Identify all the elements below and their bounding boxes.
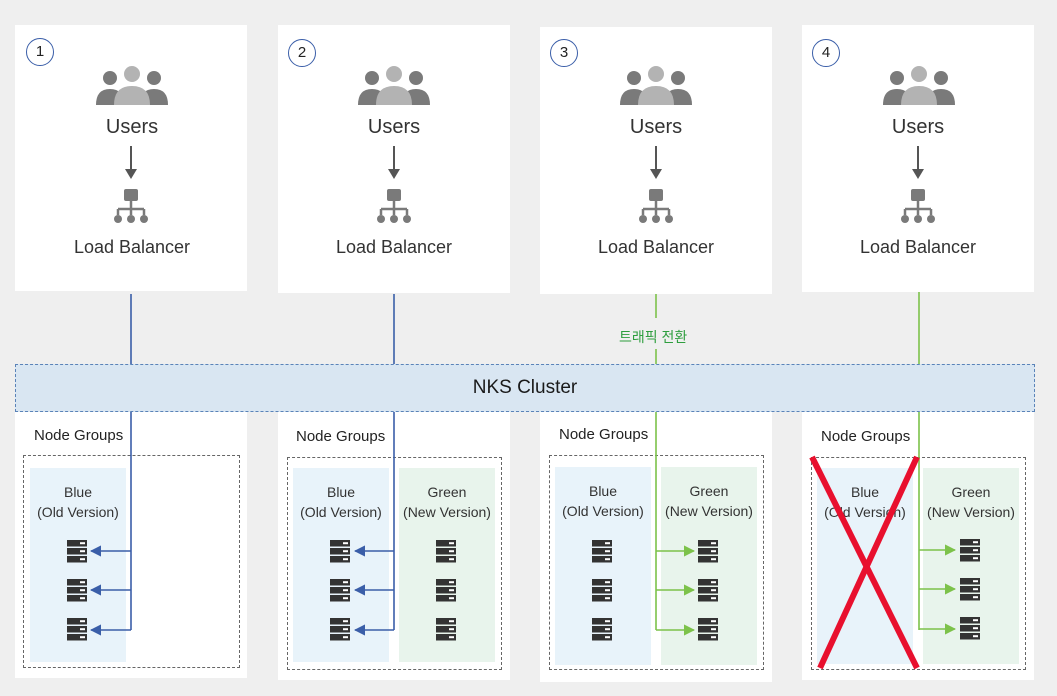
step-2-node-groups-label: Node Groups — [296, 428, 386, 445]
step-4-users-label: Users — [891, 116, 945, 138]
step-3-green-label: Green(New Version) — [665, 483, 753, 519]
server-rack-icon — [960, 578, 980, 601]
server-rack-icon — [592, 579, 612, 602]
server-rack-icon — [330, 540, 350, 563]
down-arrow-icon — [125, 146, 137, 179]
step-4-green-servers — [960, 539, 980, 640]
server-rack-icon — [436, 618, 456, 641]
server-rack-icon — [436, 540, 456, 563]
step-2-blue-label: Blue(Old Version) — [300, 484, 382, 520]
step-3-connector — [655, 294, 696, 636]
removed-cross-icon — [809, 455, 920, 670]
traffic-switch-label: 트래픽 전환 — [619, 329, 688, 345]
step-1-node-groups-label: Node Groups — [34, 427, 124, 444]
step-4-node-groups-label: Node Groups — [821, 428, 911, 445]
step-1-blue-servers — [67, 540, 87, 641]
step-3-green-servers — [698, 540, 718, 641]
users-group-icon — [620, 66, 692, 105]
step-2-number-badge: 2 — [288, 39, 316, 67]
step-2-users-label: Users — [367, 116, 421, 138]
step-4-load-balancer-label: Load Balancer — [859, 237, 977, 257]
step-4-number-badge: 4 — [812, 39, 840, 67]
step-3-load-balancer-label: Load Balancer — [597, 237, 715, 257]
step-3-blue-label: Blue(Old Version) — [562, 483, 644, 519]
nks-cluster-label: NKS Cluster — [472, 377, 578, 398]
users-group-icon — [358, 66, 430, 105]
load-balancer-icon — [377, 189, 411, 223]
step-4-connector — [918, 292, 957, 635]
step-3-node-groups-label: Node Groups — [559, 426, 649, 443]
step-1-blue-label: Blue(Old Version) — [37, 484, 119, 520]
server-rack-icon — [960, 617, 980, 640]
step-2-load-balancer-label: Load Balancer — [335, 237, 453, 257]
server-rack-icon — [698, 579, 718, 602]
step-3-number-badge: 3 — [550, 39, 578, 67]
step-2-green-servers — [436, 540, 456, 641]
step-2-green-label: Green(New Version) — [403, 484, 491, 520]
load-balancer-icon — [639, 189, 673, 223]
step-1-number-badge: 1 — [26, 38, 54, 66]
server-rack-icon — [436, 579, 456, 602]
down-arrow-icon — [388, 146, 400, 179]
server-rack-icon — [330, 579, 350, 602]
users-group-icon — [96, 66, 168, 105]
down-arrow-icon — [650, 146, 662, 179]
step-1-load-balancer-label: Load Balancer — [73, 237, 191, 257]
server-rack-icon — [67, 579, 87, 602]
step-1-users-label: Users — [105, 116, 159, 138]
users-group-icon — [883, 66, 955, 105]
load-balancer-icon — [901, 189, 935, 223]
step-4-green-label: Green(New Version) — [927, 484, 1015, 520]
step-3-users-label: Users — [629, 116, 683, 138]
server-rack-icon — [960, 539, 980, 562]
load-balancer-icon — [114, 189, 148, 223]
server-rack-icon — [330, 618, 350, 641]
step-2-connector — [353, 294, 395, 636]
step-2-blue-servers — [330, 540, 350, 641]
server-rack-icon — [67, 618, 87, 641]
server-rack-icon — [67, 540, 87, 563]
server-rack-icon — [592, 540, 612, 563]
server-rack-icon — [592, 618, 612, 641]
server-rack-icon — [698, 540, 718, 563]
step-3-blue-servers — [592, 540, 612, 641]
down-arrow-icon — [912, 146, 924, 179]
step-1-connector — [89, 294, 132, 636]
server-rack-icon — [698, 618, 718, 641]
nks-cluster-bar: NKS Cluster — [15, 364, 1035, 412]
